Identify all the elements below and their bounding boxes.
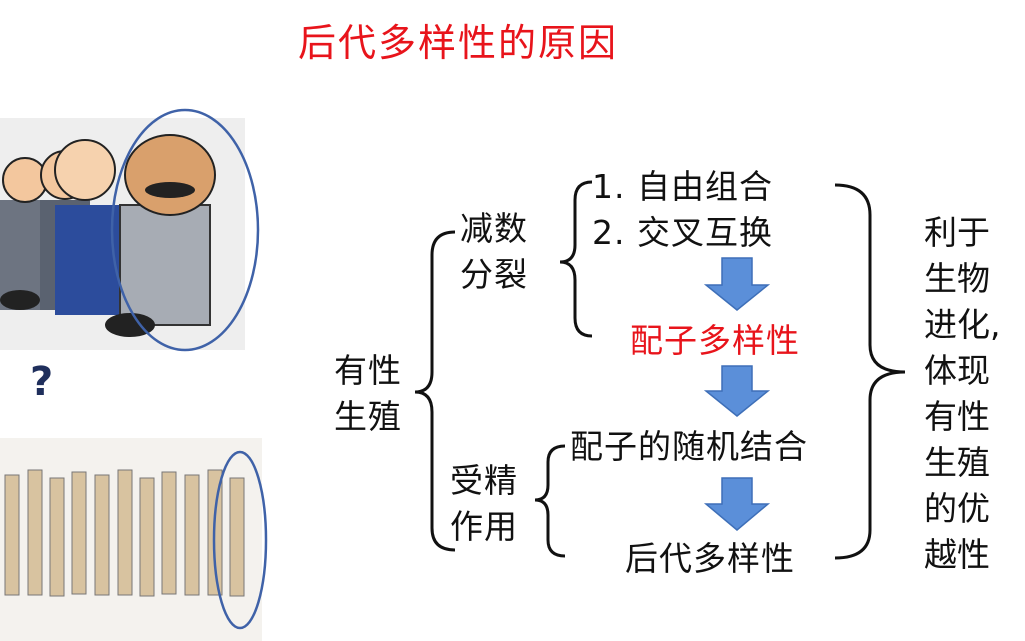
label-meiosis-1: 减数 <box>460 209 528 248</box>
conclusion-column: 利于 生物 进化, 体现 有性 生殖 的优 越性 <box>924 210 1001 578</box>
conclusion-line: 利于 <box>924 213 990 252</box>
label-fertilization-1: 受精 <box>450 461 518 500</box>
label-sexual-2: 生殖 <box>334 397 402 436</box>
conclusion-line: 生殖 <box>924 443 990 482</box>
down-arrow-2 <box>703 365 771 417</box>
random-combination: 配子的随机结合 <box>570 427 808 466</box>
cartoon-men-image <box>0 118 245 350</box>
highlight-ellipse-top <box>110 108 260 352</box>
conclusion-line: 生物 <box>924 259 990 298</box>
brace-meiosis <box>559 180 593 338</box>
conclusion-line: 的优 <box>924 489 990 528</box>
highlight-ellipse-bottom <box>212 450 268 630</box>
conclusion-line: 体现 <box>924 351 990 390</box>
down-arrow-1 <box>703 257 771 311</box>
conclusion-line: 越性 <box>924 535 990 574</box>
label-sexual-1: 有性 <box>334 351 402 390</box>
conclusion-line: 进化, <box>924 305 1001 344</box>
slide-title: 后代多样性的原因 <box>298 21 619 65</box>
down-arrow-3 <box>703 477 771 531</box>
question-mark: ? <box>30 359 55 405</box>
fashion-figures-image <box>0 438 262 641</box>
offspring-diversity: 后代多样性 <box>625 539 795 578</box>
meiosis-item-1: 1. 自由组合 <box>592 167 773 206</box>
label-meiosis-2: 分裂 <box>460 255 528 294</box>
meiosis-item-2: 2. 交叉互换 <box>592 213 773 252</box>
gamete-diversity: 配子多样性 <box>630 321 800 360</box>
label-fertilization-2: 作用 <box>450 507 518 546</box>
conclusion-line: 有性 <box>924 397 990 436</box>
brace-sexual-reproduction <box>414 230 456 552</box>
brace-conclusion <box>834 183 906 560</box>
brace-fertilization <box>534 444 566 558</box>
